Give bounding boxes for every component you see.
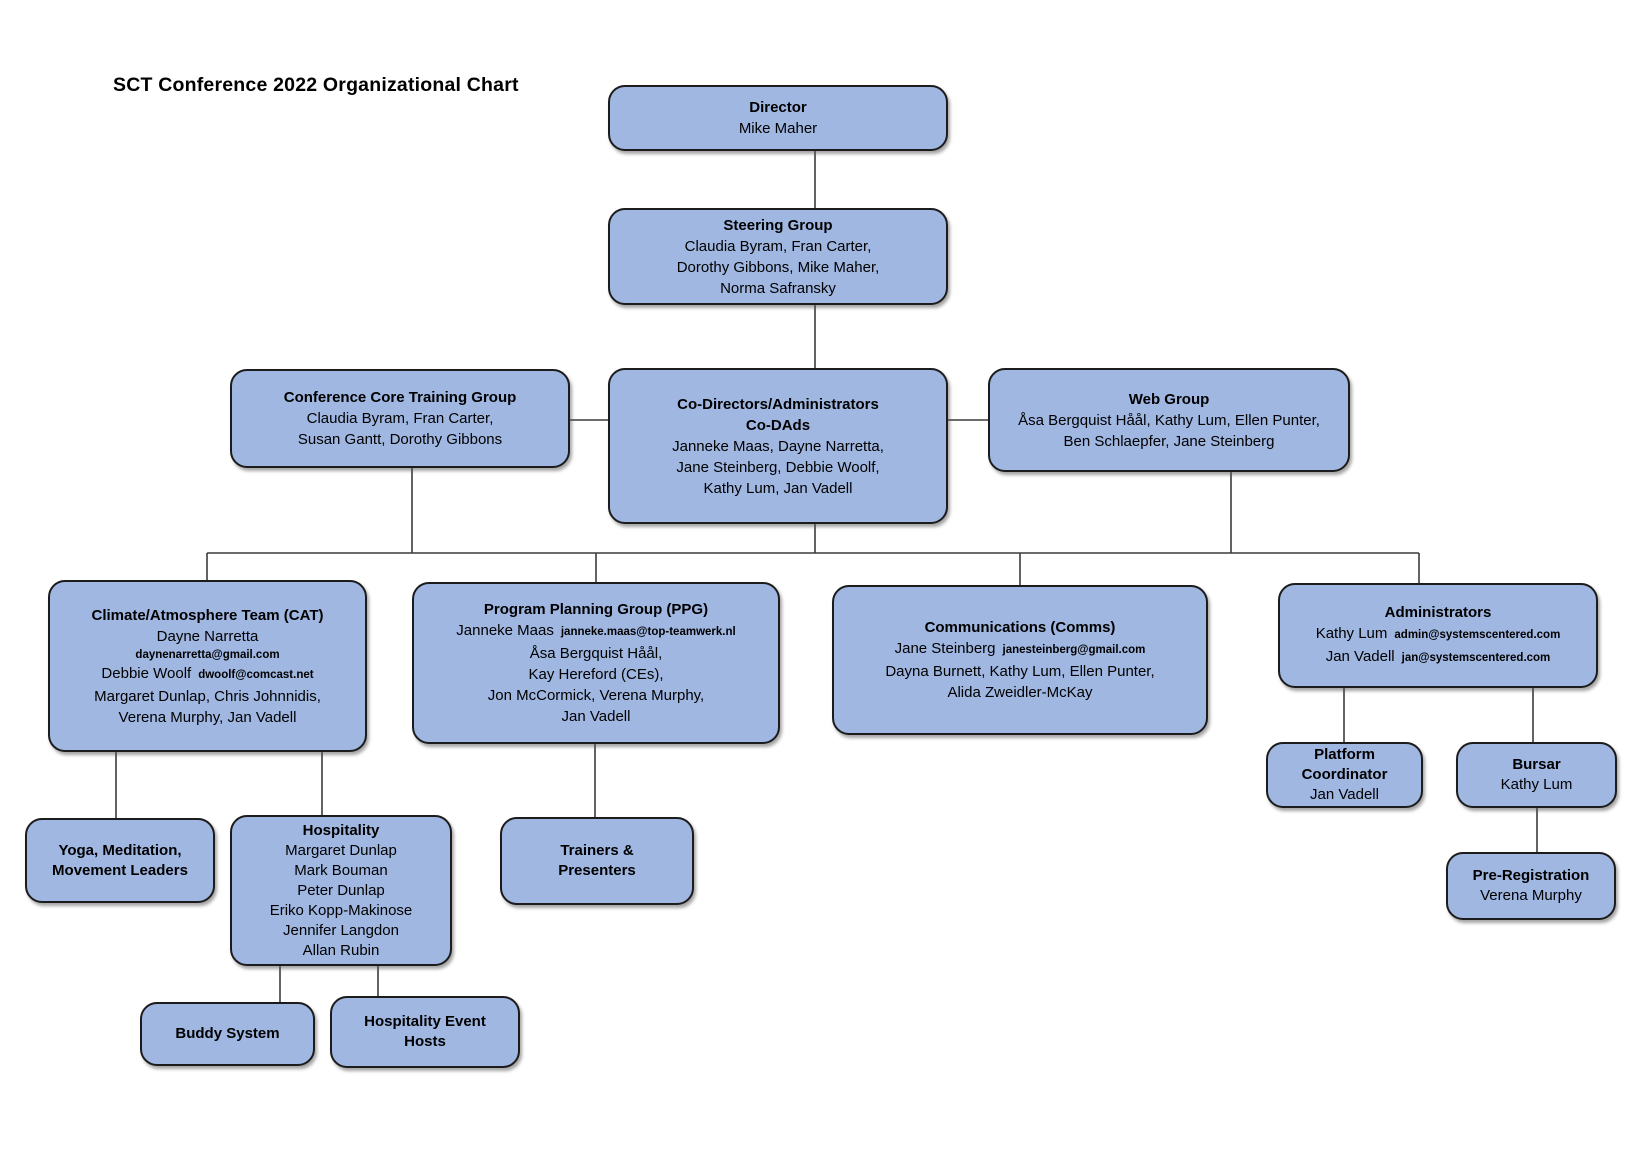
node-title: Communications (Comms) [924, 619, 1116, 636]
org-node-climate-atmosphere-team: Climate/Atmosphere Team (CAT) Dayne Narr… [48, 580, 367, 752]
node-title: Buddy System [175, 1025, 280, 1042]
member-line: Åsa Bergquist Håål, [529, 645, 663, 662]
member-line: Janneke Maas janneke.maas@top-teamwerk.nl [456, 620, 735, 643]
member-list: Dayna Burnett, Kathy Lum, Ellen Punter, A… [885, 661, 1154, 703]
node-title: Hospitality [302, 821, 380, 839]
org-node-bursar: Bursar Kathy Lum [1456, 742, 1617, 808]
member-line: Claudia Byram, Fran Carter, [306, 410, 494, 427]
member-email: dwoolf@comcast.net [198, 668, 314, 681]
node-title: Steering Group [723, 216, 833, 234]
node-title: Web Group [1128, 390, 1210, 408]
node-title: Movement Leaders [52, 861, 188, 879]
member-line: Margaret Dunlap, Chris Johnnidis, [94, 687, 321, 705]
member-email: janneke.maas@top-teamwerk.nl [560, 626, 736, 638]
org-node-hospitality-event-hosts: Hospitality Event Hosts [330, 996, 520, 1068]
member-line: Allan Rubin [302, 941, 380, 959]
org-node-web-group: Web Group Åsa Bergquist Håål, Kathy Lum,… [988, 368, 1350, 472]
org-node-buddy-system: Buddy System [140, 1002, 315, 1066]
member-line: Kathy Lum, Jan Vadell [703, 479, 853, 497]
node-title: Pre-Registration [1472, 867, 1590, 884]
connector-group [115, 151, 1538, 1002]
member-line: Alida Zweidler-McKay [947, 684, 1093, 701]
member-name: Debbie Woolf [101, 664, 192, 682]
member-line: Susan Gantt, Dorothy Gibbons [297, 431, 503, 448]
member-line: Jennifer Langdon [283, 921, 399, 939]
member-line: Jon McCormick, Verena Murphy, [487, 687, 705, 704]
member-name: Jan Vadell [1325, 648, 1395, 665]
member-line: Ben Schlaepfer, Jane Steinberg [1063, 432, 1275, 450]
member-list: Åsa Bergquist Håål, Kathy Lum, Ellen Pun… [1018, 410, 1320, 452]
member-line: Janneke Maas, Dayne Narretta, [672, 437, 884, 455]
member-line: Peter Dunlap [297, 881, 385, 899]
member-line: Jane Steinberg, Debbie Woolf, [676, 458, 880, 476]
node-subtitle: Co-DAds [745, 416, 811, 434]
member-line: Åsa Bergquist Håål, Kathy Lum, Ellen Pun… [1018, 411, 1320, 429]
member-email: admin@systemscentered.com [1394, 629, 1561, 641]
member-list: Janneke Maas, Dayne Narretta, Jane Steinb… [672, 436, 884, 499]
node-title: Director [749, 99, 807, 116]
org-node-trainers-presenters: Trainers & Presenters [500, 817, 694, 905]
node-title: Bursar [1512, 756, 1561, 773]
member-name: Janneke Maas [456, 622, 554, 639]
member-line: Norma Safransky [720, 279, 836, 297]
member-list: Claudia Byram, Fran Carter, Dorothy Gibbo… [677, 236, 880, 299]
member-line: Jane Steinberg janesteinberg@gmail.com [895, 638, 1146, 661]
member-line: Jan Vadell [561, 708, 631, 725]
node-title: Hospitality Event [364, 1013, 486, 1030]
member-name: Kathy Lum [1315, 625, 1388, 642]
node-title: Yoga, Meditation, [58, 841, 182, 859]
member-line: Debbie Woolf dwoolf@comcast.net [101, 663, 313, 686]
member-line: Margaret Dunlap [285, 841, 397, 859]
member-line: Eriko Kopp-Makinose [269, 901, 413, 919]
org-node-yoga-meditation-movement-leaders: Yoga, Meditation, Movement Leaders [25, 818, 215, 903]
node-title: Program Planning Group (PPG) [483, 601, 709, 618]
member-email: jan@systemscentered.com [1401, 652, 1551, 664]
org-node-program-planning-group: Program Planning Group (PPG) Janneke Maa… [412, 582, 780, 744]
member-line: Verena Murphy [1480, 887, 1582, 904]
member-list: Margaret Dunlap, Chris Johnnidis, Verena … [94, 686, 321, 728]
page-title: SCT Conference 2022 Organizational Chart [113, 74, 519, 96]
node-title: Conference Core Training Group [283, 389, 517, 406]
member-line: Kathy Lum admin@systemscentered.com [1316, 623, 1561, 646]
node-title: Administrators [1384, 604, 1492, 621]
org-node-steering-group: Steering Group Claudia Byram, Fran Carte… [608, 208, 948, 305]
org-node-communications: Communications (Comms) Jane Steinberg jan… [832, 585, 1208, 735]
member-line: Claudia Byram, Fran Carter, [684, 237, 872, 255]
member-line: Dayne Narretta [156, 627, 259, 645]
member-name: Jane Steinberg [894, 640, 996, 657]
member-list: Åsa Bergquist Håål, Kay Hereford (CEs), Jo… [488, 643, 704, 727]
member-line: Jan Vadell jan@systemscentered.com [1326, 646, 1551, 669]
org-node-conference-core-training-group: Conference Core Training Group Claudia B… [230, 369, 570, 468]
member-line: Mark Bouman [294, 861, 388, 879]
member-line: Kay Hereford (CEs), [528, 666, 664, 683]
org-node-co-directors-administrators: Co-Directors/Administrators Co-DAds Jann… [608, 368, 948, 524]
node-title: Presenters [558, 862, 636, 879]
org-node-pre-registration: Pre-Registration Verena Murphy [1446, 852, 1616, 920]
node-title: Trainers & [560, 842, 634, 859]
member-email: janesteinberg@gmail.com [1002, 644, 1146, 656]
member-line: Dayna Burnett, Kathy Lum, Ellen Punter, [885, 663, 1155, 680]
node-title: Coordinator [1301, 766, 1388, 783]
member-line: Dorothy Gibbons, Mike Maher, [676, 258, 880, 276]
node-title: Co-Directors/Administrators [677, 395, 879, 413]
org-node-platform-coordinator: Platform Coordinator Jan Vadell [1266, 742, 1423, 808]
org-node-administrators: Administrators Kathy Lum admin@systemscen… [1278, 583, 1598, 688]
member-line: Kathy Lum [1500, 776, 1573, 793]
node-title: Hosts [404, 1033, 446, 1050]
member-line: Jan Vadell [1310, 786, 1379, 803]
member-line: Verena Murphy, Jan Vadell [118, 708, 297, 726]
member-email: daynenarretta@gmail.com [135, 648, 280, 661]
node-title: Platform [1314, 746, 1375, 763]
member-list: Claudia Byram, Fran Carter, Susan Gantt, … [298, 408, 502, 450]
node-title: Climate/Atmosphere Team (CAT) [91, 606, 324, 624]
member-line: Mike Maher [738, 120, 818, 137]
org-node-director: Director Mike Maher [608, 85, 948, 151]
